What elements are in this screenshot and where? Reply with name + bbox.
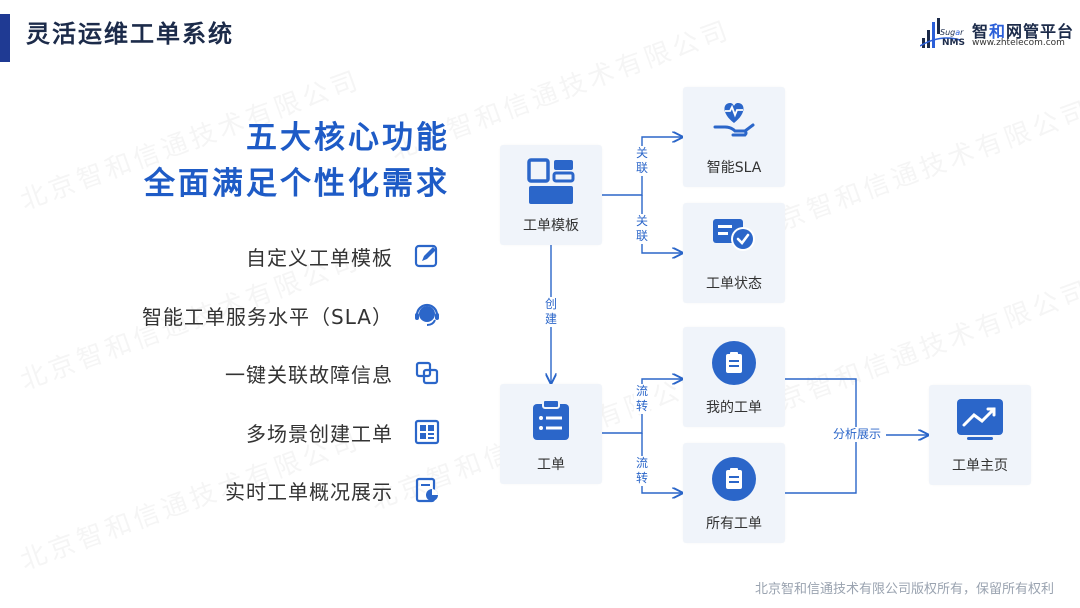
- link-copy-icon: [415, 361, 439, 385]
- node-sla: 智能SLA: [683, 87, 785, 187]
- template-grid-icon: [527, 158, 575, 204]
- headline-line-1: 五大核心功能: [246, 120, 450, 156]
- feature-item: 一键关联故障信息: [100, 353, 445, 412]
- node-home: 工单主页: [929, 385, 1031, 485]
- headline-line-2: 全面满足个性化需求: [144, 166, 450, 202]
- node-all-tickets-label: 所有工单: [706, 516, 762, 532]
- feature-label: 智能工单服务水平（SLA）: [142, 304, 393, 329]
- node-my-tickets: 我的工单: [683, 327, 785, 427]
- logo-sugar-text: Sugar: [940, 28, 964, 37]
- feature-label: 多场景创建工单: [246, 421, 393, 446]
- grid-layout-icon: [414, 419, 440, 444]
- heart-hand-icon: [713, 103, 755, 137]
- feature-label: 自定义工单模板: [246, 246, 393, 270]
- clipboard-list-icon: [533, 399, 569, 440]
- node-my-tickets-label: 我的工单: [706, 400, 762, 416]
- copyright-text: 北京智和信通技术有限公司版权所有，保留所有权利: [754, 582, 1054, 597]
- feature-list: 自定义工单模板 智能工单服务水平（SLA） 一键关联故障信息 多场景创建工单: [100, 236, 445, 529]
- label-analyze: 分析展示: [828, 427, 886, 442]
- feature-item: 智能工单服务水平（SLA）: [100, 295, 445, 354]
- my-clipboard-icon: [712, 341, 756, 385]
- label-flow-1: 流转: [634, 384, 650, 414]
- feature-item: 多场景创建工单: [100, 412, 445, 471]
- node-template-label: 工单模板: [523, 218, 579, 234]
- page-title: 灵活运维工单系统: [26, 20, 234, 48]
- headset-icon: [415, 303, 439, 326]
- node-status-label: 工单状态: [706, 276, 762, 292]
- node-sla-label: 智能SLA: [706, 160, 762, 176]
- edit-icon: [414, 244, 438, 268]
- label-relate-2: 关联: [634, 214, 650, 244]
- label-relate-1: 关联: [634, 146, 650, 176]
- all-clipboard-icon: [712, 457, 756, 501]
- report-pie-icon: [415, 477, 438, 503]
- logo-nms-text: NMS: [942, 38, 965, 48]
- feature-label: 实时工单概况展示: [225, 480, 393, 504]
- node-ticket-label: 工单: [537, 457, 565, 473]
- logo-brand: 智和网管平台: [972, 22, 1075, 41]
- label-flow-2: 流转: [634, 456, 650, 486]
- trend-chart-icon: [957, 399, 1003, 440]
- logo-building-icon: [920, 18, 961, 48]
- label-create: 创建: [543, 297, 559, 327]
- node-status: 工单状态: [683, 203, 785, 303]
- title-accent-bar: [0, 14, 10, 62]
- feature-item: 自定义工单模板: [100, 236, 445, 295]
- company-logo: Sugar NMS 智和网管平台 www.zhtelecom.com: [920, 16, 1073, 54]
- node-ticket: 工单: [500, 384, 602, 484]
- node-template: 工单模板: [500, 145, 602, 245]
- connector-ticket-all: [641, 433, 682, 493]
- node-all-tickets: 所有工单: [683, 443, 785, 543]
- feature-item: 实时工单概况展示: [100, 470, 445, 529]
- node-home-label: 工单主页: [952, 458, 1008, 474]
- feature-label: 一键关联故障信息: [225, 363, 393, 387]
- status-check-icon: [713, 219, 755, 251]
- logo-url: www.zhtelecom.com: [972, 38, 1065, 48]
